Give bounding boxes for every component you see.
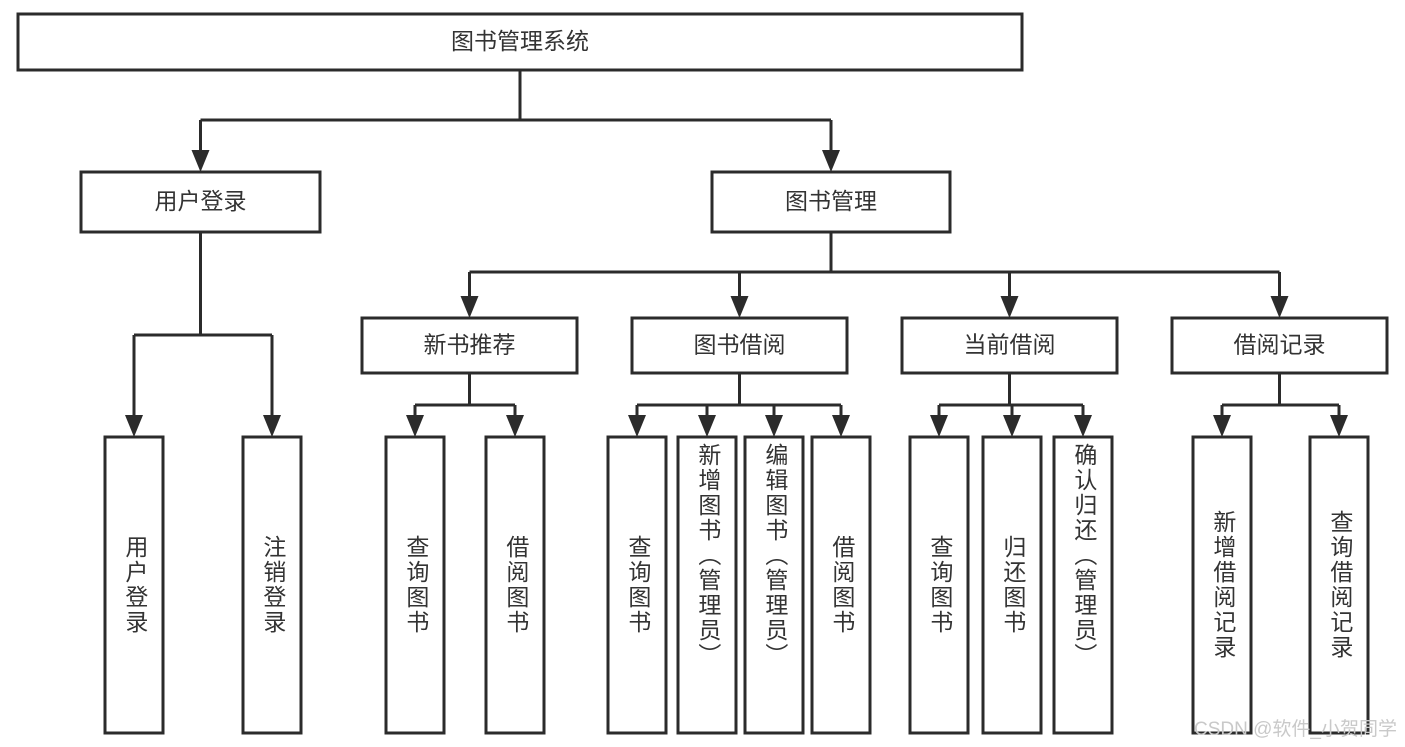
node-box-book-borrow[interactable] [630, 316, 849, 375]
arrow-head-icon [930, 415, 948, 437]
arrow-head-icon [406, 415, 424, 437]
arrow-head-icon [506, 415, 524, 437]
arrow-head-icon [1330, 415, 1348, 437]
arrow-head-icon [460, 296, 479, 318]
node-box-layer [16, 12, 1389, 735]
node-box-l-borrow-book-2[interactable] [810, 435, 872, 735]
arrow-head-icon [832, 415, 850, 437]
node-box-root[interactable] [16, 12, 1024, 72]
node-box-new-book-rec[interactable] [360, 316, 579, 375]
node-box-l-confirm-return[interactable] [1052, 435, 1114, 735]
node-label-book-manage: 图书管理 [785, 188, 877, 214]
arrow-head-icon [730, 296, 749, 318]
node-box-l-query-book-3[interactable] [908, 435, 970, 735]
node-label-current-borrow: 当前借阅 [964, 332, 1056, 358]
node-label-book-borrow: 图书借阅 [694, 332, 786, 358]
node-label-user-login: 用户登录 [155, 188, 247, 214]
arrow-head-icon [1213, 415, 1231, 437]
node-box-user-login[interactable] [79, 170, 322, 234]
node-box-l-query-book-1[interactable] [384, 435, 446, 735]
node-box-l-return-book[interactable] [981, 435, 1043, 735]
arrow-head-icon [191, 150, 210, 172]
arrow-head-icon [765, 415, 783, 437]
node-label-new-book-rec: 新书推荐 [424, 332, 516, 358]
arrow-head-icon [1270, 296, 1289, 318]
arrow-head-icon [1003, 415, 1021, 437]
arrow-head-icon [1074, 415, 1092, 437]
node-box-l-add-book[interactable] [676, 435, 738, 735]
arrow-head-icon [628, 415, 646, 437]
node-box-l-query-book-2[interactable] [606, 435, 668, 735]
node-label-root: 图书管理系统 [451, 28, 589, 54]
arrow-head-icon [1000, 296, 1019, 318]
node-box-current-borrow[interactable] [900, 316, 1119, 375]
node-box-l-edit-book[interactable] [743, 435, 805, 735]
node-box-book-manage[interactable] [710, 170, 952, 234]
node-box-l-add-record[interactable] [1191, 435, 1253, 735]
node-box-l-query-record[interactable] [1308, 435, 1370, 735]
arrow-head-icon [698, 415, 716, 437]
node-box-l-borrow-book-1[interactable] [484, 435, 546, 735]
arrow-head-icon [263, 415, 281, 437]
watermark-credit: CSDN @软件_小贺同学 [1194, 719, 1397, 740]
node-box-leaf-user-logout[interactable] [241, 435, 303, 735]
arrow-head-icon [125, 415, 143, 437]
node-label-borrow-record: 借阅记录 [1234, 332, 1326, 358]
node-box-borrow-record[interactable] [1170, 316, 1389, 375]
arrow-head-icon [822, 150, 840, 172]
node-box-leaf-user-login[interactable] [103, 435, 165, 735]
connector-layer [125, 70, 1348, 437]
